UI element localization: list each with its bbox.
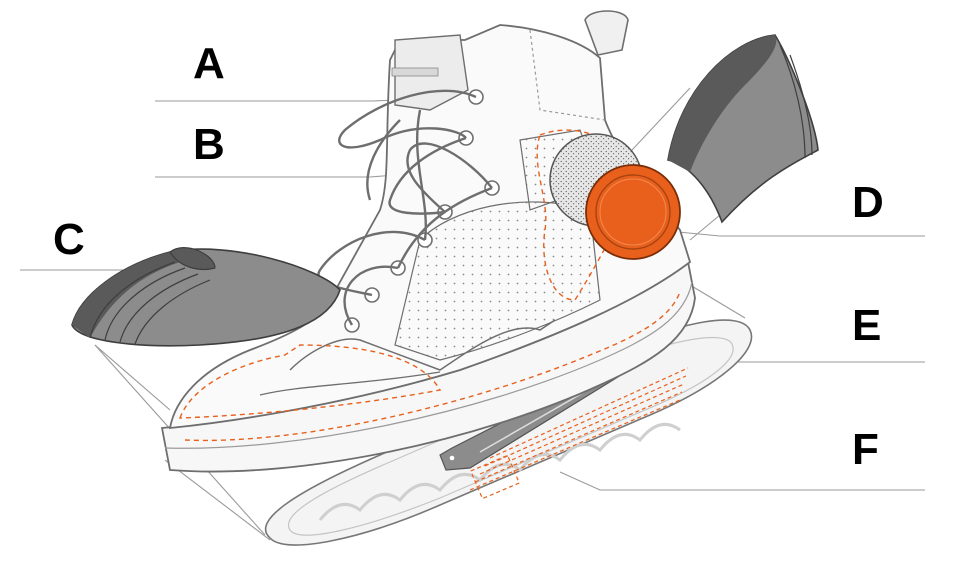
shoe-heating-zones	[178, 129, 681, 442]
leader-line-sole-1	[164, 459, 271, 541]
label-f: F	[852, 425, 879, 474]
label-b: B	[193, 120, 225, 169]
leader-line-sole-2	[689, 284, 746, 319]
leader-line-d	[677, 231, 925, 237]
leader-line-heel-2	[689, 214, 721, 241]
laces	[317, 89, 493, 326]
label-d: D	[852, 178, 884, 227]
leader-line-toecap-1	[94, 344, 171, 411]
label-a: A	[193, 39, 225, 88]
leader-line-f	[559, 471, 925, 491]
heel-cap	[667, 34, 819, 224]
toe-cap	[71, 247, 341, 347]
heating-pad	[549, 133, 681, 260]
heating-element-lines	[469, 367, 689, 500]
label-e: E	[852, 301, 882, 350]
label-c: C	[53, 215, 85, 264]
